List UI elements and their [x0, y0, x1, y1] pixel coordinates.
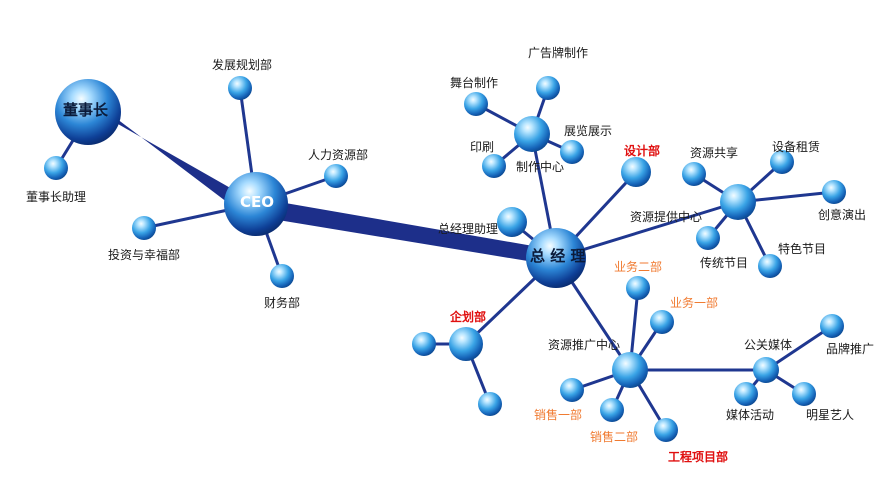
nodes: [44, 76, 846, 442]
label-special-programs: 特色节目: [778, 242, 827, 256]
label-sales-dept-2: 销售二部: [590, 430, 639, 444]
node-development[interactable]: [228, 76, 252, 100]
label-creative-performance: 创意演出: [818, 208, 867, 222]
node-stage[interactable]: [464, 92, 488, 116]
label-sales-dept-1: 销售一部: [534, 408, 583, 422]
node-special[interactable]: [758, 254, 782, 278]
label-stage-production: 舞台制作: [450, 76, 499, 90]
node-planning-down[interactable]: [478, 392, 502, 416]
label-ceo: CEO: [240, 193, 275, 211]
node-investment[interactable]: [132, 216, 156, 240]
label-design-dept: 设计部: [624, 144, 661, 158]
node-pr-media[interactable]: [753, 357, 779, 383]
label-engineering-project-dept: 工程项目部: [668, 450, 729, 464]
node-design[interactable]: [621, 157, 651, 187]
label-media-events: 媒体活动: [726, 408, 775, 422]
node-traditional[interactable]: [696, 226, 720, 250]
node-hr[interactable]: [324, 164, 348, 188]
label-exhibition-display: 展览展示: [564, 124, 613, 138]
node-exhibition[interactable]: [560, 140, 584, 164]
node-planning[interactable]: [449, 327, 483, 361]
label-business-dept-1: 业务一部: [670, 296, 719, 310]
node-sales1[interactable]: [560, 378, 584, 402]
label-human-resources: 人力资源部: [308, 148, 369, 162]
node-planning-left[interactable]: [412, 332, 436, 356]
label-resource-sharing: 资源共享: [690, 146, 739, 160]
line-ceo-gm: [266, 200, 558, 266]
node-biz2[interactable]: [626, 276, 650, 300]
label-development-planning: 发展规划部: [212, 58, 273, 72]
label-chairman: 董事长: [63, 101, 109, 119]
node-biz1[interactable]: [650, 310, 674, 334]
label-production-center: 制作中心: [516, 160, 565, 174]
label-billboard-production: 广告牌制作: [528, 46, 589, 60]
label-celebrity-artists: 明星艺人: [806, 408, 855, 422]
node-sales2[interactable]: [600, 398, 624, 422]
label-gm-assistant: 总经理助理: [438, 222, 499, 236]
node-production-center[interactable]: [514, 116, 550, 152]
line-chairman-ceo: [100, 106, 262, 218]
node-billboard[interactable]: [536, 76, 560, 100]
node-creative[interactable]: [822, 180, 846, 204]
node-supply-center[interactable]: [720, 184, 756, 220]
node-promotion-center[interactable]: [612, 352, 648, 388]
label-brand-promotion: 品牌推广: [826, 342, 875, 356]
node-engineering[interactable]: [654, 418, 678, 442]
line-pr-brand: [764, 324, 834, 372]
node-gm-assistant[interactable]: [497, 207, 527, 237]
node-general-manager[interactable]: [526, 228, 586, 288]
label-printing: 印刷: [470, 140, 495, 154]
label-general-manager: 总 经 理: [530, 247, 586, 265]
node-media-events[interactable]: [734, 382, 758, 406]
label-resource-supply-center: 资源提供中心: [630, 210, 703, 224]
label-pr-media: 公关媒体: [744, 338, 793, 352]
label-business-dept-2: 业务二部: [614, 260, 663, 274]
node-sharing[interactable]: [682, 162, 706, 186]
node-finance[interactable]: [270, 264, 294, 288]
node-leasing[interactable]: [770, 150, 794, 174]
label-planning-dept: 企划部: [450, 310, 487, 324]
label-investment: 投资与幸福部: [108, 248, 181, 262]
node-celebrity[interactable]: [792, 382, 816, 406]
node-chairman[interactable]: [55, 79, 121, 145]
line-gm-supply: [554, 200, 740, 260]
node-brand[interactable]: [820, 314, 844, 338]
label-finance: 财务部: [264, 296, 301, 310]
node-printing[interactable]: [482, 154, 506, 178]
label-traditional-programs: 传统节目: [700, 256, 749, 270]
node-chairman-assistant[interactable]: [44, 156, 68, 180]
node-ceo[interactable]: [224, 172, 288, 236]
label-resource-promotion-center: 资源推广中心: [548, 338, 621, 352]
label-equipment-leasing: 设备租赁: [772, 140, 821, 154]
label-chairman-assistant: 董事长助理: [26, 190, 87, 204]
